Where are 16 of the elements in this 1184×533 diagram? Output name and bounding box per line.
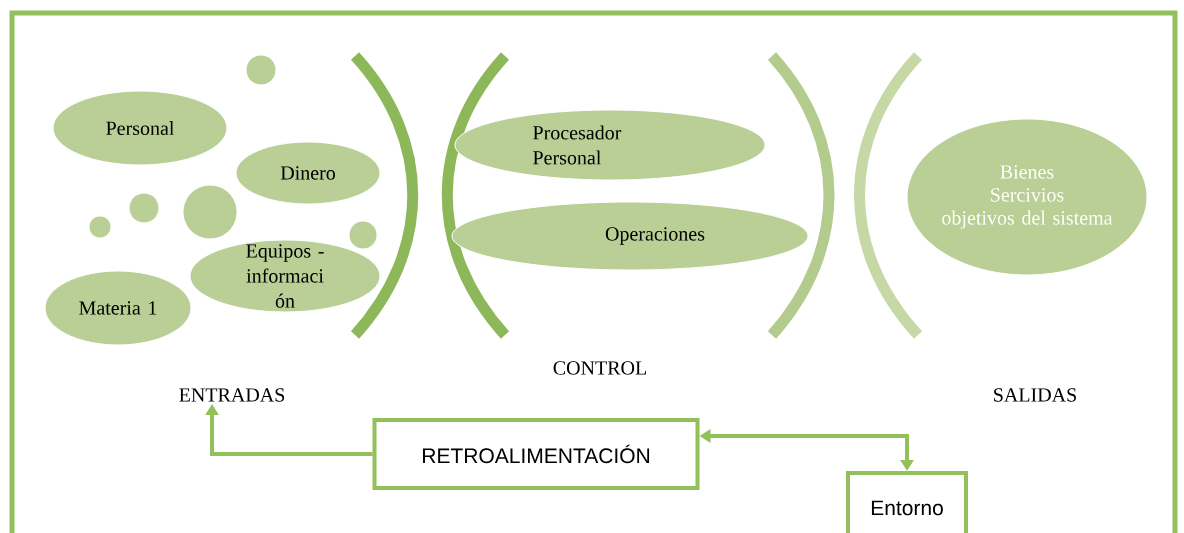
section-heading: ENTRADAS — [179, 388, 285, 402]
ellipse-node: Procesador Personal — [454, 109, 766, 181]
circle — [348, 220, 378, 250]
ellipse-node: Bienes Sercivios objetivos del sistema — [906, 118, 1148, 276]
ellipse-node: Materia 1 — [44, 270, 192, 346]
circle — [88, 215, 112, 239]
circle — [245, 54, 277, 86]
circle — [128, 192, 160, 224]
text-box: RETROALIMENTACIÓN — [372, 418, 700, 490]
section-heading: SALIDAS — [994, 388, 1076, 402]
ellipse-node: Dinero — [235, 141, 381, 205]
section-heading: CONTROL — [553, 361, 646, 375]
ellipse-node: Personal — [52, 90, 228, 166]
circle — [182, 184, 238, 240]
ellipse-node: Operaciones — [451, 201, 809, 271]
text-box: Entorno — [846, 471, 968, 533]
